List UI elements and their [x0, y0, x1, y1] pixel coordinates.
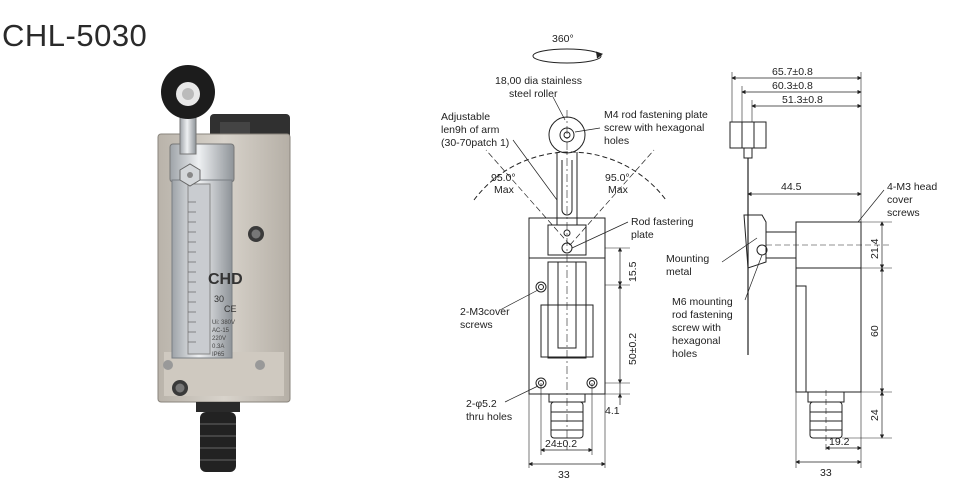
dim-24-side: 24	[869, 409, 881, 421]
cable-gland	[200, 412, 236, 472]
svg-text:IP65: IP65	[212, 352, 225, 358]
head-label-line2: cover	[887, 194, 913, 206]
hole-label-line1: 2-φ5.2	[466, 398, 497, 410]
ce-mark: CE	[224, 304, 237, 314]
dim-4-1: 4.1	[605, 405, 620, 417]
head-label-line3: screws	[887, 207, 920, 219]
screw-label-line2: screw with hexagonal	[604, 122, 704, 134]
angle-right-max: Max	[608, 184, 629, 196]
svg-text:Ui: 380V: Ui: 380V	[212, 320, 235, 326]
model-text: 30	[214, 294, 224, 304]
rotation-label: 360°	[552, 33, 574, 45]
dim-24: 24±0.2	[545, 438, 577, 450]
hole-label-line2: thru holes	[466, 411, 512, 423]
dim-33-side: 33	[820, 467, 832, 479]
front-view	[473, 48, 667, 468]
angle-left-value: 95.0°	[491, 172, 516, 184]
metal-label-line2: metal	[666, 266, 692, 278]
dim-15-5: 15.5	[627, 261, 639, 282]
screw-label-line3: holes	[604, 135, 629, 147]
dim-19-2: 19.2	[829, 436, 850, 448]
dim-60-3: 60.3±0.8	[772, 80, 813, 92]
side-view	[721, 72, 892, 468]
dim-21-4: 21.4	[869, 238, 881, 259]
dim-65-7: 65.7±0.8	[772, 66, 813, 78]
product-title: CHL-5030	[2, 18, 148, 53]
dim-51-3: 51.3±0.8	[782, 94, 823, 106]
roller-label-line2: steel roller	[509, 88, 558, 100]
angle-right-value: 95.0°	[605, 172, 630, 184]
roller-label-line1: 18,00 dia stainless	[495, 75, 582, 87]
svg-text:AC-15: AC-15	[212, 328, 230, 334]
dim-44-5: 44.5	[781, 181, 802, 193]
head-label-line1: 4-M3 head	[887, 181, 937, 193]
dim-33: 33	[558, 469, 570, 481]
m6-label-line4: hexagonal	[672, 335, 720, 347]
angle-left-max: Max	[494, 184, 515, 196]
brand-text: CHD	[208, 271, 243, 288]
arm-label-line2: len9h of arm	[441, 124, 500, 136]
svg-text:220V: 220V	[212, 336, 226, 342]
cover-label-line1: 2-M3cover	[460, 306, 510, 318]
arm-label-line1: Adjustable	[441, 111, 490, 123]
metal-label-line1: Mounting	[666, 253, 709, 265]
product-photo: CHD 30 CE Ui: 380V AC-15 220V 0.3A IP65	[157, 65, 291, 472]
dim-50: 50±0.2	[627, 333, 639, 365]
plate-label-line1: Rod fastering	[631, 216, 694, 228]
m6-label-line3: screw with	[672, 322, 721, 334]
m6-label-line2: rod fastening	[672, 309, 733, 321]
arm-label-line3: (30-70patch 1)	[441, 137, 509, 149]
plate-label-line2: plate	[631, 229, 654, 241]
m6-label-line5: holes	[672, 348, 697, 360]
screw-label-line1: M4 rod fastening plate	[604, 109, 708, 121]
dim-60: 60	[869, 325, 881, 337]
cover-label-line2: screws	[460, 319, 493, 331]
svg-text:0.3A: 0.3A	[212, 344, 224, 350]
m6-label-line1: M6 mounting	[672, 296, 733, 308]
